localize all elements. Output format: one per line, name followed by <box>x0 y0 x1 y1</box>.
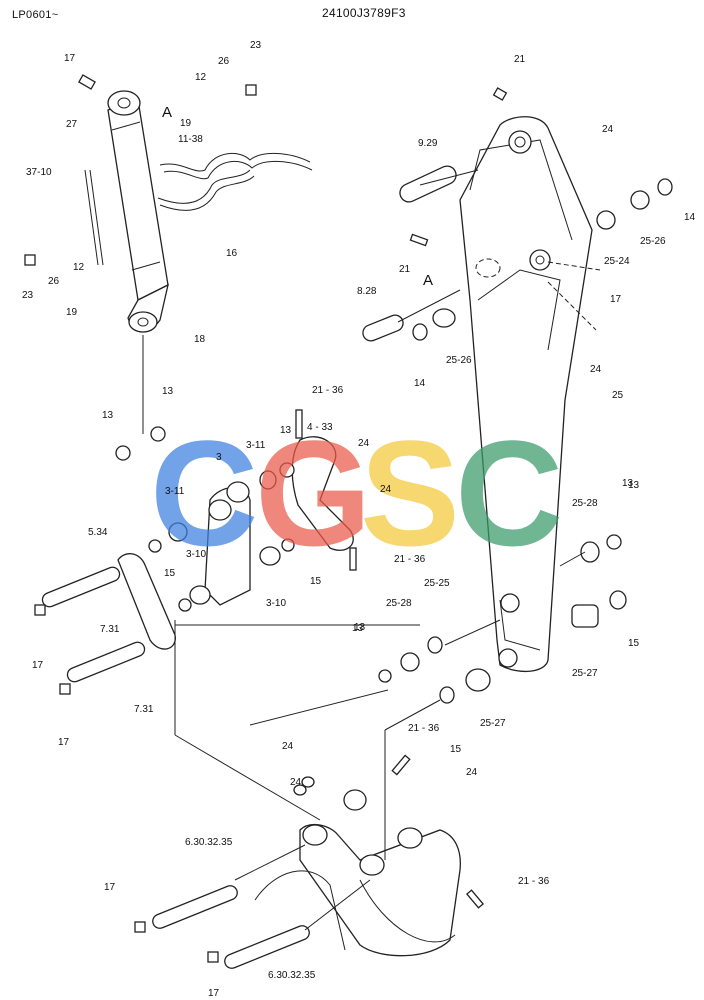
callout: 21 <box>399 264 411 275</box>
callout: 14 <box>414 378 426 389</box>
hydraulic-cylinder <box>107 90 169 333</box>
callout: 24 <box>602 124 614 135</box>
callout: 13 <box>162 386 174 397</box>
callout: 17 <box>208 988 220 999</box>
callout: 25-27 <box>480 718 506 729</box>
callout: 26 <box>218 56 230 67</box>
callout: 25 <box>612 390 624 401</box>
callout: 12 <box>73 262 85 273</box>
callout: 23 <box>250 40 262 51</box>
callout: 26 <box>48 276 60 287</box>
bucket <box>254 776 461 957</box>
callout: 3-10 <box>186 549 206 560</box>
callout: 7.31 <box>134 704 154 715</box>
callout: 19 <box>180 118 192 129</box>
callout: 21 - 36 <box>394 554 426 565</box>
callout: 25-28 <box>386 598 412 609</box>
callout: 8.28 <box>357 286 377 297</box>
callout: 21 - 36 <box>518 876 550 887</box>
callout: 15 <box>164 568 176 579</box>
callout: 17 <box>58 737 70 748</box>
callout: 15 <box>628 638 640 649</box>
callout: 21 - 36 <box>312 385 344 396</box>
callouts: 17 23 26 12 19 11-38 27 37-10 16 12 26 2… <box>22 40 696 999</box>
callout: 37-10 <box>26 167 52 178</box>
hydraulic-hoses <box>84 152 313 266</box>
watermark: C G S C <box>150 409 563 577</box>
callout: 17 <box>32 660 44 671</box>
callout: 24 <box>590 364 602 375</box>
callout: 21 - 36 <box>408 723 440 734</box>
callout: 17 <box>610 294 622 305</box>
callout: 13 <box>102 410 114 421</box>
callout: 24 <box>290 777 302 788</box>
lower-bushings <box>378 534 627 704</box>
header-part-number: 24100J3789F3 <box>322 6 406 20</box>
callout: 25-24 <box>604 256 630 267</box>
watermark-letter-3: S <box>360 409 460 577</box>
callout: 24 <box>358 438 370 449</box>
callout: 24 <box>380 484 392 495</box>
watermark-letter-4: C <box>455 409 563 577</box>
callout: 21 <box>514 54 526 65</box>
bolts-and-fittings <box>24 74 508 963</box>
callout: 3-11 <box>165 486 185 497</box>
callout: 13 <box>280 425 292 436</box>
callout: 12 <box>195 72 207 83</box>
callout: 24 <box>466 767 478 778</box>
callout: 25-28 <box>572 498 598 509</box>
callout: 24 <box>282 741 294 752</box>
callout: 9.29 <box>418 138 438 149</box>
callout: 17 <box>104 882 116 893</box>
callout: 16 <box>226 248 238 259</box>
links-and-bushings <box>115 426 354 650</box>
upper-pins <box>362 165 673 342</box>
callout: 27 <box>66 119 78 130</box>
callout: 13 <box>622 478 634 489</box>
callout: 19 <box>66 307 78 318</box>
assembly-lines <box>142 169 601 931</box>
callout: 25-26 <box>446 355 472 366</box>
long-pins-left <box>41 566 310 969</box>
callout: 25-25 <box>424 578 450 589</box>
callout: 3-11 <box>246 440 266 451</box>
callout: 11-38 <box>178 134 203 145</box>
callout: 15 <box>450 744 462 755</box>
detail-marker-a-top: A <box>162 104 172 121</box>
callout: 7.31 <box>100 624 120 635</box>
detail-marker-a-arm: A <box>423 272 433 289</box>
callout: 23 <box>22 290 34 301</box>
callout: 3-10 <box>266 598 286 609</box>
arm-body <box>459 116 593 673</box>
callout: 17 <box>64 53 76 64</box>
callout: 13 <box>352 623 364 634</box>
watermark-letter-1: C <box>150 409 258 577</box>
header-left-code: LP0601~ <box>12 9 59 21</box>
callout: 25-26 <box>640 236 666 247</box>
callout: 4 - 33 <box>307 422 333 433</box>
callout: 5.34 <box>88 527 108 538</box>
callout: 13 <box>354 622 366 633</box>
callout: 15 <box>310 576 322 587</box>
callout: 18 <box>194 334 206 345</box>
callout: 3 <box>216 452 222 463</box>
callout: 13 <box>628 480 640 491</box>
callout: 14 <box>684 212 696 223</box>
callout: 6.30.32.35 <box>268 970 316 981</box>
callout: 25-27 <box>572 668 598 679</box>
callout: 6.30.32.35 <box>185 837 233 848</box>
